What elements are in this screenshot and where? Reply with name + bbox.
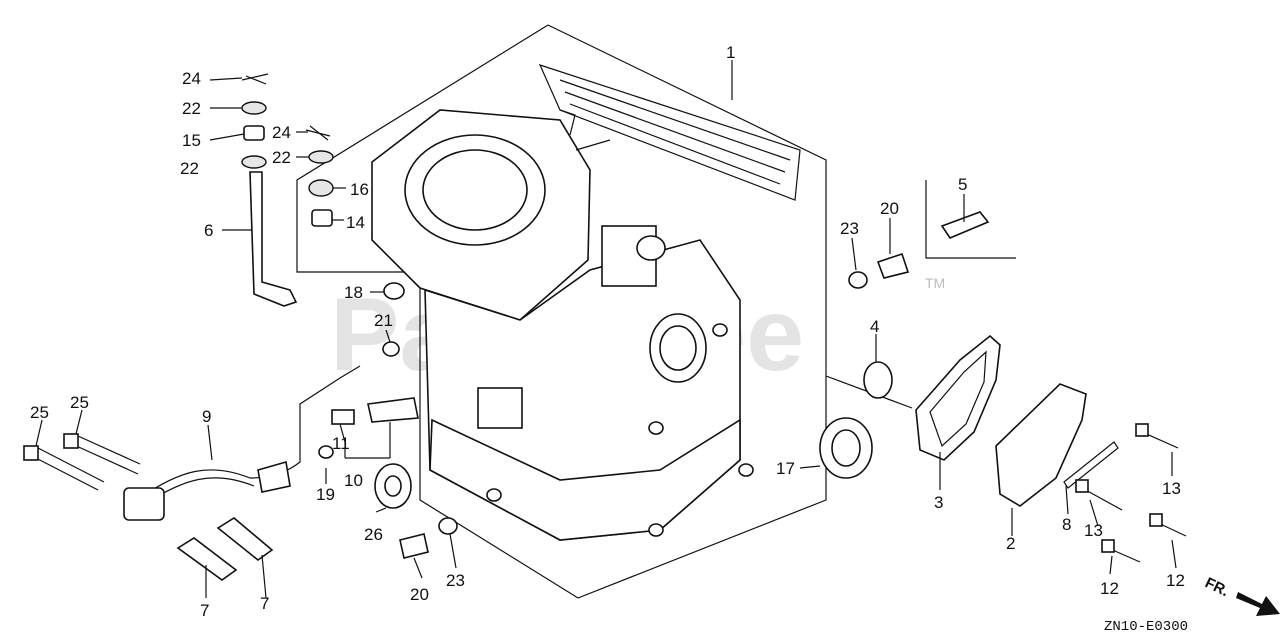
washer-upper	[848, 271, 868, 289]
fitting	[940, 211, 990, 239]
callout-24b: 24	[272, 123, 291, 142]
drain-bolt-lower	[399, 533, 429, 559]
leader-lines	[35, 60, 1177, 599]
front-label: FR.	[1202, 574, 1231, 600]
callout-18: 18	[344, 283, 363, 302]
callout-6: 6	[204, 221, 213, 240]
callout-13a: 13	[1162, 479, 1181, 498]
washer-lower	[438, 517, 458, 535]
callout-10: 10	[344, 471, 363, 490]
callout-25a: 25	[30, 403, 49, 422]
oil-level-switch	[331, 397, 419, 425]
callout-23b: 23	[446, 571, 465, 590]
oil-seal-inner	[831, 429, 861, 467]
callout-11: 11	[332, 434, 350, 453]
part-19	[318, 445, 334, 459]
cylinder-barrel-crankcase	[371, 64, 801, 541]
diagram-code: ZN10-E0300	[1104, 619, 1188, 635]
callout-25b: 25	[70, 393, 89, 412]
callout-19: 19	[316, 485, 335, 504]
callout-22a: 22	[182, 99, 201, 118]
bearing-inner	[384, 475, 402, 497]
breather-parts-stack	[241, 73, 334, 227]
plug-cap	[863, 361, 893, 399]
wire-harness	[123, 365, 361, 521]
cover-bolts	[1075, 423, 1187, 563]
callout-12b: 12	[1166, 571, 1185, 590]
callout-7b: 7	[260, 594, 269, 613]
callout-9: 9	[202, 407, 211, 426]
gasket	[915, 334, 1001, 461]
callout-16: 16	[350, 180, 369, 199]
callout-20a: 20	[880, 199, 899, 218]
callout-21: 21	[374, 311, 393, 330]
callout-24a: 24	[182, 69, 201, 88]
callout-8: 8	[1062, 515, 1071, 534]
side-cover	[995, 383, 1087, 507]
part-18	[383, 282, 405, 300]
callout-2: 2	[1006, 534, 1015, 553]
spring-plate	[1063, 441, 1119, 489]
long-bolts	[23, 433, 141, 491]
callout-1: 1	[726, 43, 735, 62]
drain-bolt-upper	[876, 252, 910, 279]
callout-5: 5	[958, 175, 967, 194]
part-21	[382, 341, 400, 357]
callout-7a: 7	[200, 601, 209, 620]
callout-22b: 22	[180, 159, 199, 178]
trademark: TM	[925, 275, 945, 291]
breather-tube	[249, 171, 298, 307]
callout-3: 3	[934, 493, 943, 512]
callout-26: 26	[364, 525, 383, 544]
arrow-icon	[1236, 592, 1280, 616]
callout-labels: 1 24 22 15 24 22 22 16 14 6 18 21 11 9 1…	[30, 43, 1185, 620]
callout-15: 15	[182, 131, 201, 150]
callout-17: 17	[776, 459, 795, 478]
callout-12a: 12	[1100, 579, 1119, 598]
callout-22c: 22	[272, 148, 291, 167]
callout-20b: 20	[410, 585, 429, 604]
front-direction-arrow: FR.	[1202, 574, 1280, 616]
rubber-sleeves	[176, 517, 274, 581]
callout-23a: 23	[840, 219, 859, 238]
callout-13b: 13	[1084, 521, 1103, 540]
callout-14: 14	[346, 213, 365, 232]
callout-4: 4	[870, 317, 879, 336]
